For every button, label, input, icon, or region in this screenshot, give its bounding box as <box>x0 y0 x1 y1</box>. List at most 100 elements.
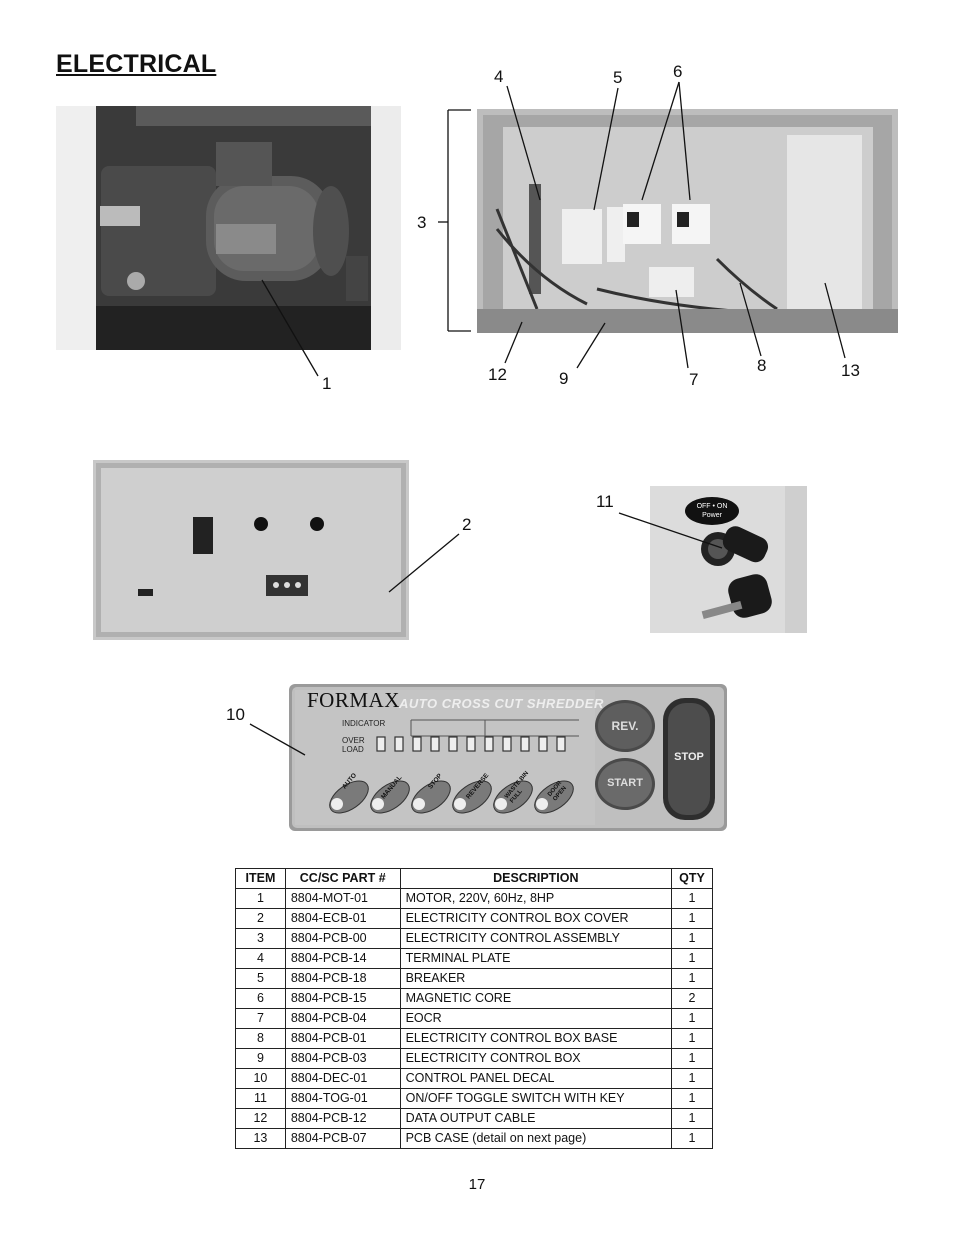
cell-part-number: 8804-PCB-07 <box>284 1128 401 1149</box>
cell-qty: 1 <box>671 1108 713 1129</box>
cell-part-number: 8804-PCB-15 <box>284 988 401 1009</box>
cell-qty: 1 <box>671 948 713 969</box>
page-title: ELECTRICAL <box>56 50 217 78</box>
cell-item: 3 <box>235 928 286 949</box>
header-qty: QTY <box>671 868 713 889</box>
cell-qty: 1 <box>671 928 713 949</box>
cell-qty: 2 <box>671 988 713 1009</box>
cell-qty: 1 <box>671 968 713 989</box>
callout-2: 2 <box>462 515 472 534</box>
cell-qty: 1 <box>671 888 713 909</box>
cell-part-number: 8804-DEC-01 <box>284 1068 401 1089</box>
cell-qty: 1 <box>671 908 713 929</box>
cell-part-number: 8804-PCB-00 <box>284 928 401 949</box>
callout-11: 11 <box>596 492 614 511</box>
callout-1: 1 <box>322 374 332 393</box>
cell-description: ELECTRICITY CONTROL ASSEMBLY <box>399 928 673 949</box>
control-box-photo <box>477 109 898 333</box>
cell-qty: 1 <box>671 1068 713 1089</box>
header-part-number: CC/SC PART # <box>284 868 401 889</box>
cell-qty: 1 <box>671 1048 713 1069</box>
cell-qty: 1 <box>671 1128 713 1149</box>
key-switch-label-bottom: Power <box>702 512 722 519</box>
cell-item: 8 <box>235 1028 286 1049</box>
cell-item: 5 <box>235 968 286 989</box>
header-description: DESCRIPTION <box>399 868 673 889</box>
cell-description: ELECTRICITY CONTROL BOX COVER <box>399 908 673 929</box>
cell-description: ELECTRICITY CONTROL BOX BASE <box>399 1028 673 1049</box>
callout-10: 10 <box>226 705 245 724</box>
cell-part-number: 8804-PCB-01 <box>284 1028 401 1049</box>
key-switch-label-top: OFF • ON <box>696 503 728 510</box>
cell-item: 2 <box>235 908 286 929</box>
motor-photo <box>56 106 401 350</box>
cell-description: MOTOR, 220V, 60Hz, 8HP <box>399 888 673 909</box>
cell-item: 11 <box>235 1088 286 1109</box>
header-item: ITEM <box>235 868 286 889</box>
cell-item: 7 <box>235 1008 286 1029</box>
callout-5: 5 <box>613 68 623 87</box>
panel-indicator-label: INDICATOR <box>342 719 386 728</box>
panel-product: AUTO CROSS CUT SHREDDER <box>399 696 604 711</box>
cell-part-number: 8804-PCB-04 <box>284 1008 401 1029</box>
table-header-row: ITEM CC/SC PART # DESCRIPTION QTY <box>235 868 713 889</box>
callout-7: 7 <box>689 370 699 389</box>
cell-part-number: 8804-PCB-03 <box>284 1048 401 1069</box>
rev-button[interactable]: REV. <box>611 719 639 733</box>
callout-12: 12 <box>488 365 507 384</box>
cell-qty: 1 <box>671 1008 713 1029</box>
cell-description: ON/OFF TOGGLE SWITCH WITH KEY <box>399 1088 673 1109</box>
control-box-cover-photo <box>93 460 409 640</box>
panel-brand: FORMAX <box>307 688 400 712</box>
cell-part-number: 8804-PCB-14 <box>284 948 401 969</box>
panel-overload-label-2: LOAD <box>342 745 364 754</box>
cell-description: ELECTRICITY CONTROL BOX <box>399 1048 673 1069</box>
cell-item: 13 <box>235 1128 286 1149</box>
callout-4: 4 <box>494 67 504 86</box>
page-number: 17 <box>468 1176 486 1193</box>
stop-button[interactable]: STOP <box>674 751 704 763</box>
callout-13: 13 <box>841 361 860 380</box>
cell-item: 12 <box>235 1108 286 1129</box>
cell-description: CONTROL PANEL DECAL <box>399 1068 673 1089</box>
cell-description: TERMINAL PLATE <box>399 948 673 969</box>
cell-part-number: 8804-MOT-01 <box>284 888 401 909</box>
callout-8: 8 <box>757 356 767 375</box>
cell-part-number: 8804-PCB-12 <box>284 1108 401 1129</box>
control-panel-decal: FORMAX AUTO CROSS CUT SHREDDER INDICATOR… <box>289 684 727 831</box>
cell-description: BREAKER <box>399 968 673 989</box>
cell-item: 6 <box>235 988 286 1009</box>
callout-6: 6 <box>673 62 683 81</box>
cell-item: 9 <box>235 1048 286 1069</box>
cell-description: PCB CASE (detail on next page) <box>399 1128 673 1149</box>
callout-9: 9 <box>559 369 569 388</box>
cell-qty: 1 <box>671 1088 713 1109</box>
cell-part-number: 8804-TOG-01 <box>284 1088 401 1109</box>
cell-description: DATA OUTPUT CABLE <box>399 1108 673 1129</box>
cell-description: MAGNETIC CORE <box>399 988 673 1009</box>
cell-part-number: 8804-ECB-01 <box>284 908 401 929</box>
cell-description: EOCR <box>399 1008 673 1029</box>
cell-item: 4 <box>235 948 286 969</box>
start-button[interactable]: START <box>607 777 643 789</box>
cell-qty: 1 <box>671 1028 713 1049</box>
cell-item: 10 <box>235 1068 286 1089</box>
key-switch-photo: OFF • ON Power <box>650 486 807 633</box>
callout-3: 3 <box>417 213 427 232</box>
panel-overload-label-1: OVER <box>342 736 365 745</box>
cell-item: 1 <box>235 888 286 909</box>
